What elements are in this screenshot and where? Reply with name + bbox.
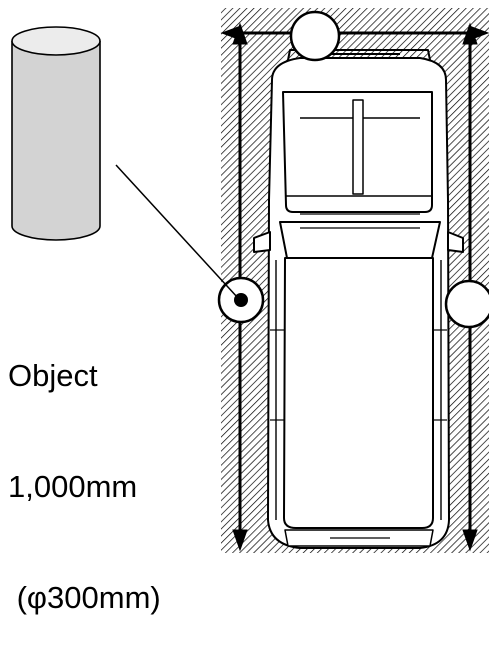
- object-diameter-label: (φ300mm): [8, 580, 161, 615]
- vehicle-top-view-icon: [253, 49, 464, 549]
- top-measurement-circle: [289, 10, 341, 62]
- top-horizontal-dimension-arrow: [220, 25, 489, 41]
- object-leader-line: [115, 164, 239, 299]
- object-height-label: 1,000mm: [8, 469, 138, 504]
- right-measurement-circle: [444, 279, 489, 329]
- object-name-label: Object: [8, 358, 98, 393]
- cylinder-object-icon: [11, 26, 101, 241]
- detection-zone-diagram: [11, 8, 489, 553]
- object-caption: Object 1,000mm (φ300mm): [8, 283, 161, 653]
